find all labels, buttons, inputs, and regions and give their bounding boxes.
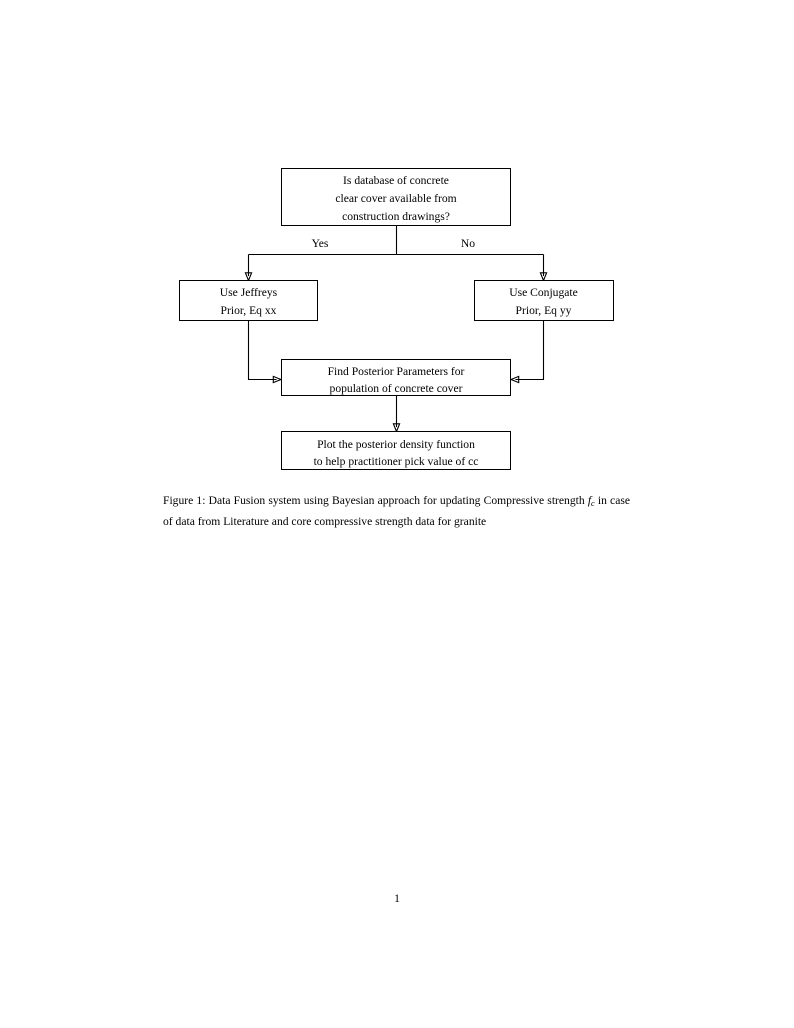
node-find-posterior-line-1: Find Posterior Parameters for <box>328 365 465 378</box>
edge-label-yes: Yes <box>312 237 329 250</box>
figure-flowchart: Is database of concrete clear cover avai… <box>0 0 794 490</box>
figure-caption-text-after: in case of data from Literature and core… <box>163 494 630 529</box>
node-conjugate-prior[interactable]: Use Conjugate Prior, Eq yy <box>474 280 614 321</box>
figure-caption-text-before: Data Fusion system using Bayesian approa… <box>205 494 588 507</box>
arrowhead-jeffreys-to-posterior <box>272 375 283 384</box>
flowchart-svg: Is database of concrete clear cover avai… <box>179 168 614 470</box>
node-find-posterior-line-2: population of concrete cover <box>330 382 463 395</box>
arrowhead-posterior-to-plot <box>392 423 401 433</box>
node-plot-density-line-1: Plot the posterior density function <box>317 438 475 451</box>
node-conjugate-prior-line-1: Use Conjugate <box>509 286 578 299</box>
node-decision-line-3: construction drawings? <box>342 210 450 223</box>
edge-label-no: No <box>461 237 475 250</box>
node-find-posterior-box[interactable] <box>281 359 511 396</box>
node-jeffreys-prior[interactable]: Use Jeffreys Prior, Eq xx <box>179 280 318 321</box>
figure-caption-label: Figure 1: <box>163 494 206 507</box>
page-number: 1 <box>394 892 400 905</box>
figure-caption: Figure 1: Data Fusion system using Bayes… <box>163 492 630 531</box>
node-conjugate-prior-box[interactable] <box>474 280 614 321</box>
figure-caption-math-variable: f <box>587 494 592 507</box>
node-plot-density-line-2: to help practitioner pick value of cc <box>314 455 479 468</box>
node-conjugate-prior-line-2: Prior, Eq yy <box>516 304 572 317</box>
flowchart-connectors <box>244 226 548 433</box>
node-plot-density-box[interactable] <box>281 431 511 470</box>
arrowhead-conjugate-to-posterior <box>509 375 520 384</box>
node-plot-density[interactable]: Plot the posterior density function to h… <box>281 431 511 470</box>
node-decision-line-2: clear cover available from <box>335 192 456 205</box>
node-decision-box[interactable] <box>281 168 511 226</box>
figure-caption-math-subscript: c <box>591 498 595 508</box>
node-jeffreys-prior-line-2: Prior, Eq xx <box>221 304 277 317</box>
node-decision-line-1: Is database of concrete <box>343 174 449 187</box>
node-jeffreys-prior-box[interactable] <box>179 280 318 321</box>
edge-jeffreys-to-posterior <box>247 321 277 381</box>
edge-conjugate-to-posterior <box>515 321 545 381</box>
node-find-posterior[interactable]: Find Posterior Parameters for population… <box>281 359 511 396</box>
node-decision[interactable]: Is database of concrete clear cover avai… <box>281 168 511 226</box>
arrowhead-no-branch <box>539 272 548 282</box>
node-jeffreys-prior-line-1: Use Jeffreys <box>220 286 278 299</box>
arrowhead-yes-branch <box>244 272 253 282</box>
